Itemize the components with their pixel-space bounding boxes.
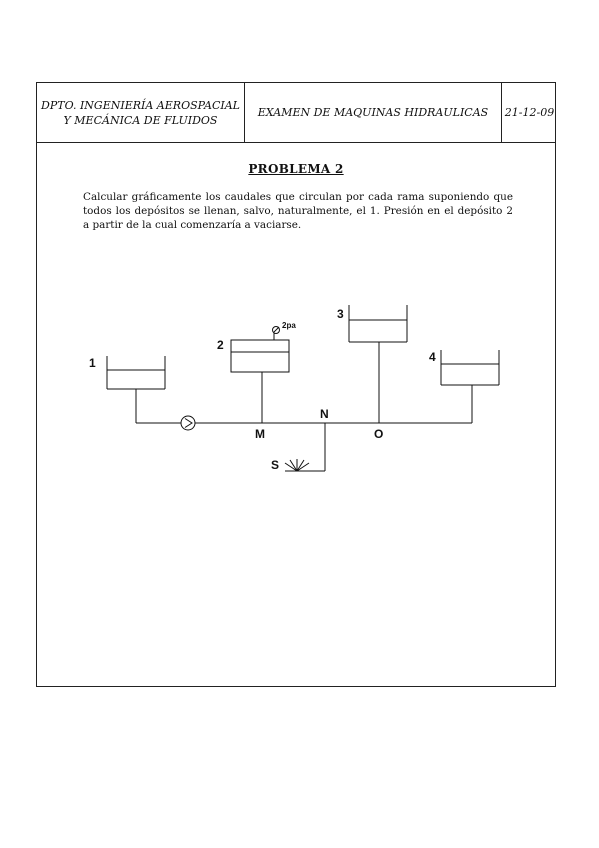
pressure-gauge-icon	[272, 326, 280, 340]
department-cell: DPTO. INGENIERÍA AEROSPACIAL Y MECÁNICA …	[37, 83, 244, 142]
exam-date: 21-12-09	[504, 106, 555, 119]
tank-2-label: 2	[217, 338, 224, 352]
department-line-2: Y MECÁNICA DE FLUIDOS	[63, 113, 218, 127]
pump-icon	[180, 415, 196, 431]
tank-3	[348, 305, 408, 343]
node-o-label: O	[374, 427, 383, 441]
tank-2	[230, 339, 290, 373]
exam-title: EXAMEN DE MAQUINAS HIDRAULICAS	[257, 106, 489, 119]
pressure-label: 2pa	[282, 321, 296, 330]
problem-title: PROBLEMA 2	[248, 162, 344, 176]
tank-4	[440, 350, 500, 386]
discharge-spray-icon	[284, 459, 310, 472]
exam-header: DPTO. INGENIERÍA AEROSPACIAL Y MECÁNICA …	[37, 83, 555, 143]
tank-3-label: 3	[337, 307, 344, 321]
problem-statement: Calcular gráficamente los caudales que c…	[83, 191, 513, 231]
node-n-label: N	[320, 407, 329, 421]
node-s-label: S	[271, 458, 279, 472]
date-cell: 21-12-09	[502, 83, 557, 142]
exam-title-cell: EXAMEN DE MAQUINAS HIDRAULICAS	[244, 83, 502, 142]
tank-1	[106, 356, 166, 390]
tank-1-label: 1	[89, 356, 96, 370]
tank-4-label: 4	[429, 350, 436, 364]
pipe-network	[135, 342, 473, 472]
department-line-1: DPTO. INGENIERÍA AEROSPACIAL	[41, 98, 240, 112]
exam-sheet: DPTO. INGENIERÍA AEROSPACIAL Y MECÁNICA …	[36, 82, 556, 687]
node-m-label: M	[255, 427, 265, 441]
